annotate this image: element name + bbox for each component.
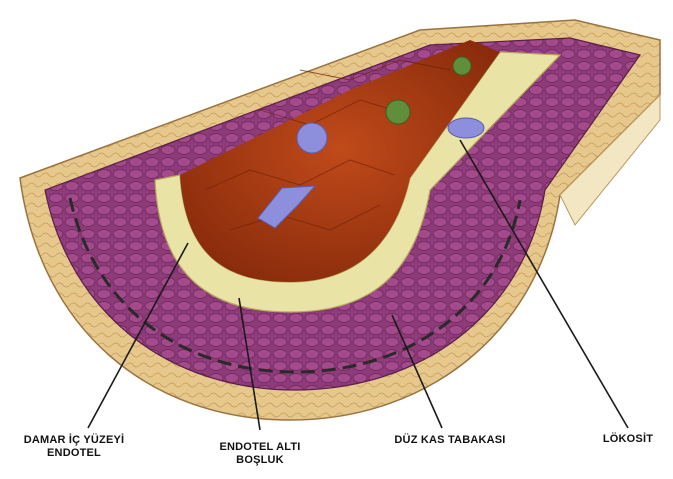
label-subendothelial-line1: ENDOTEL ALTI — [200, 441, 320, 454]
label-leukocyte: LÖKOSİT — [588, 433, 668, 446]
leukocyte-blue-3 — [448, 118, 484, 138]
label-endothelium-line2: ENDOTEL — [4, 447, 144, 460]
leukocyte-blue-1 — [297, 123, 327, 153]
leukocyte-green-2 — [453, 57, 471, 75]
label-endothelium-line1: DAMAR İÇ YÜZEYİ — [4, 434, 144, 447]
label-subendothelial-line2: BOŞLUK — [200, 454, 320, 467]
label-smooth-muscle: DÜZ KAS TABAKASI — [370, 434, 530, 447]
label-endothelium: DAMAR İÇ YÜZEYİ ENDOTEL — [4, 434, 144, 460]
leukocyte-green-1 — [386, 100, 410, 124]
label-subendothelial-space: ENDOTEL ALTI BOŞLUK — [200, 441, 320, 467]
